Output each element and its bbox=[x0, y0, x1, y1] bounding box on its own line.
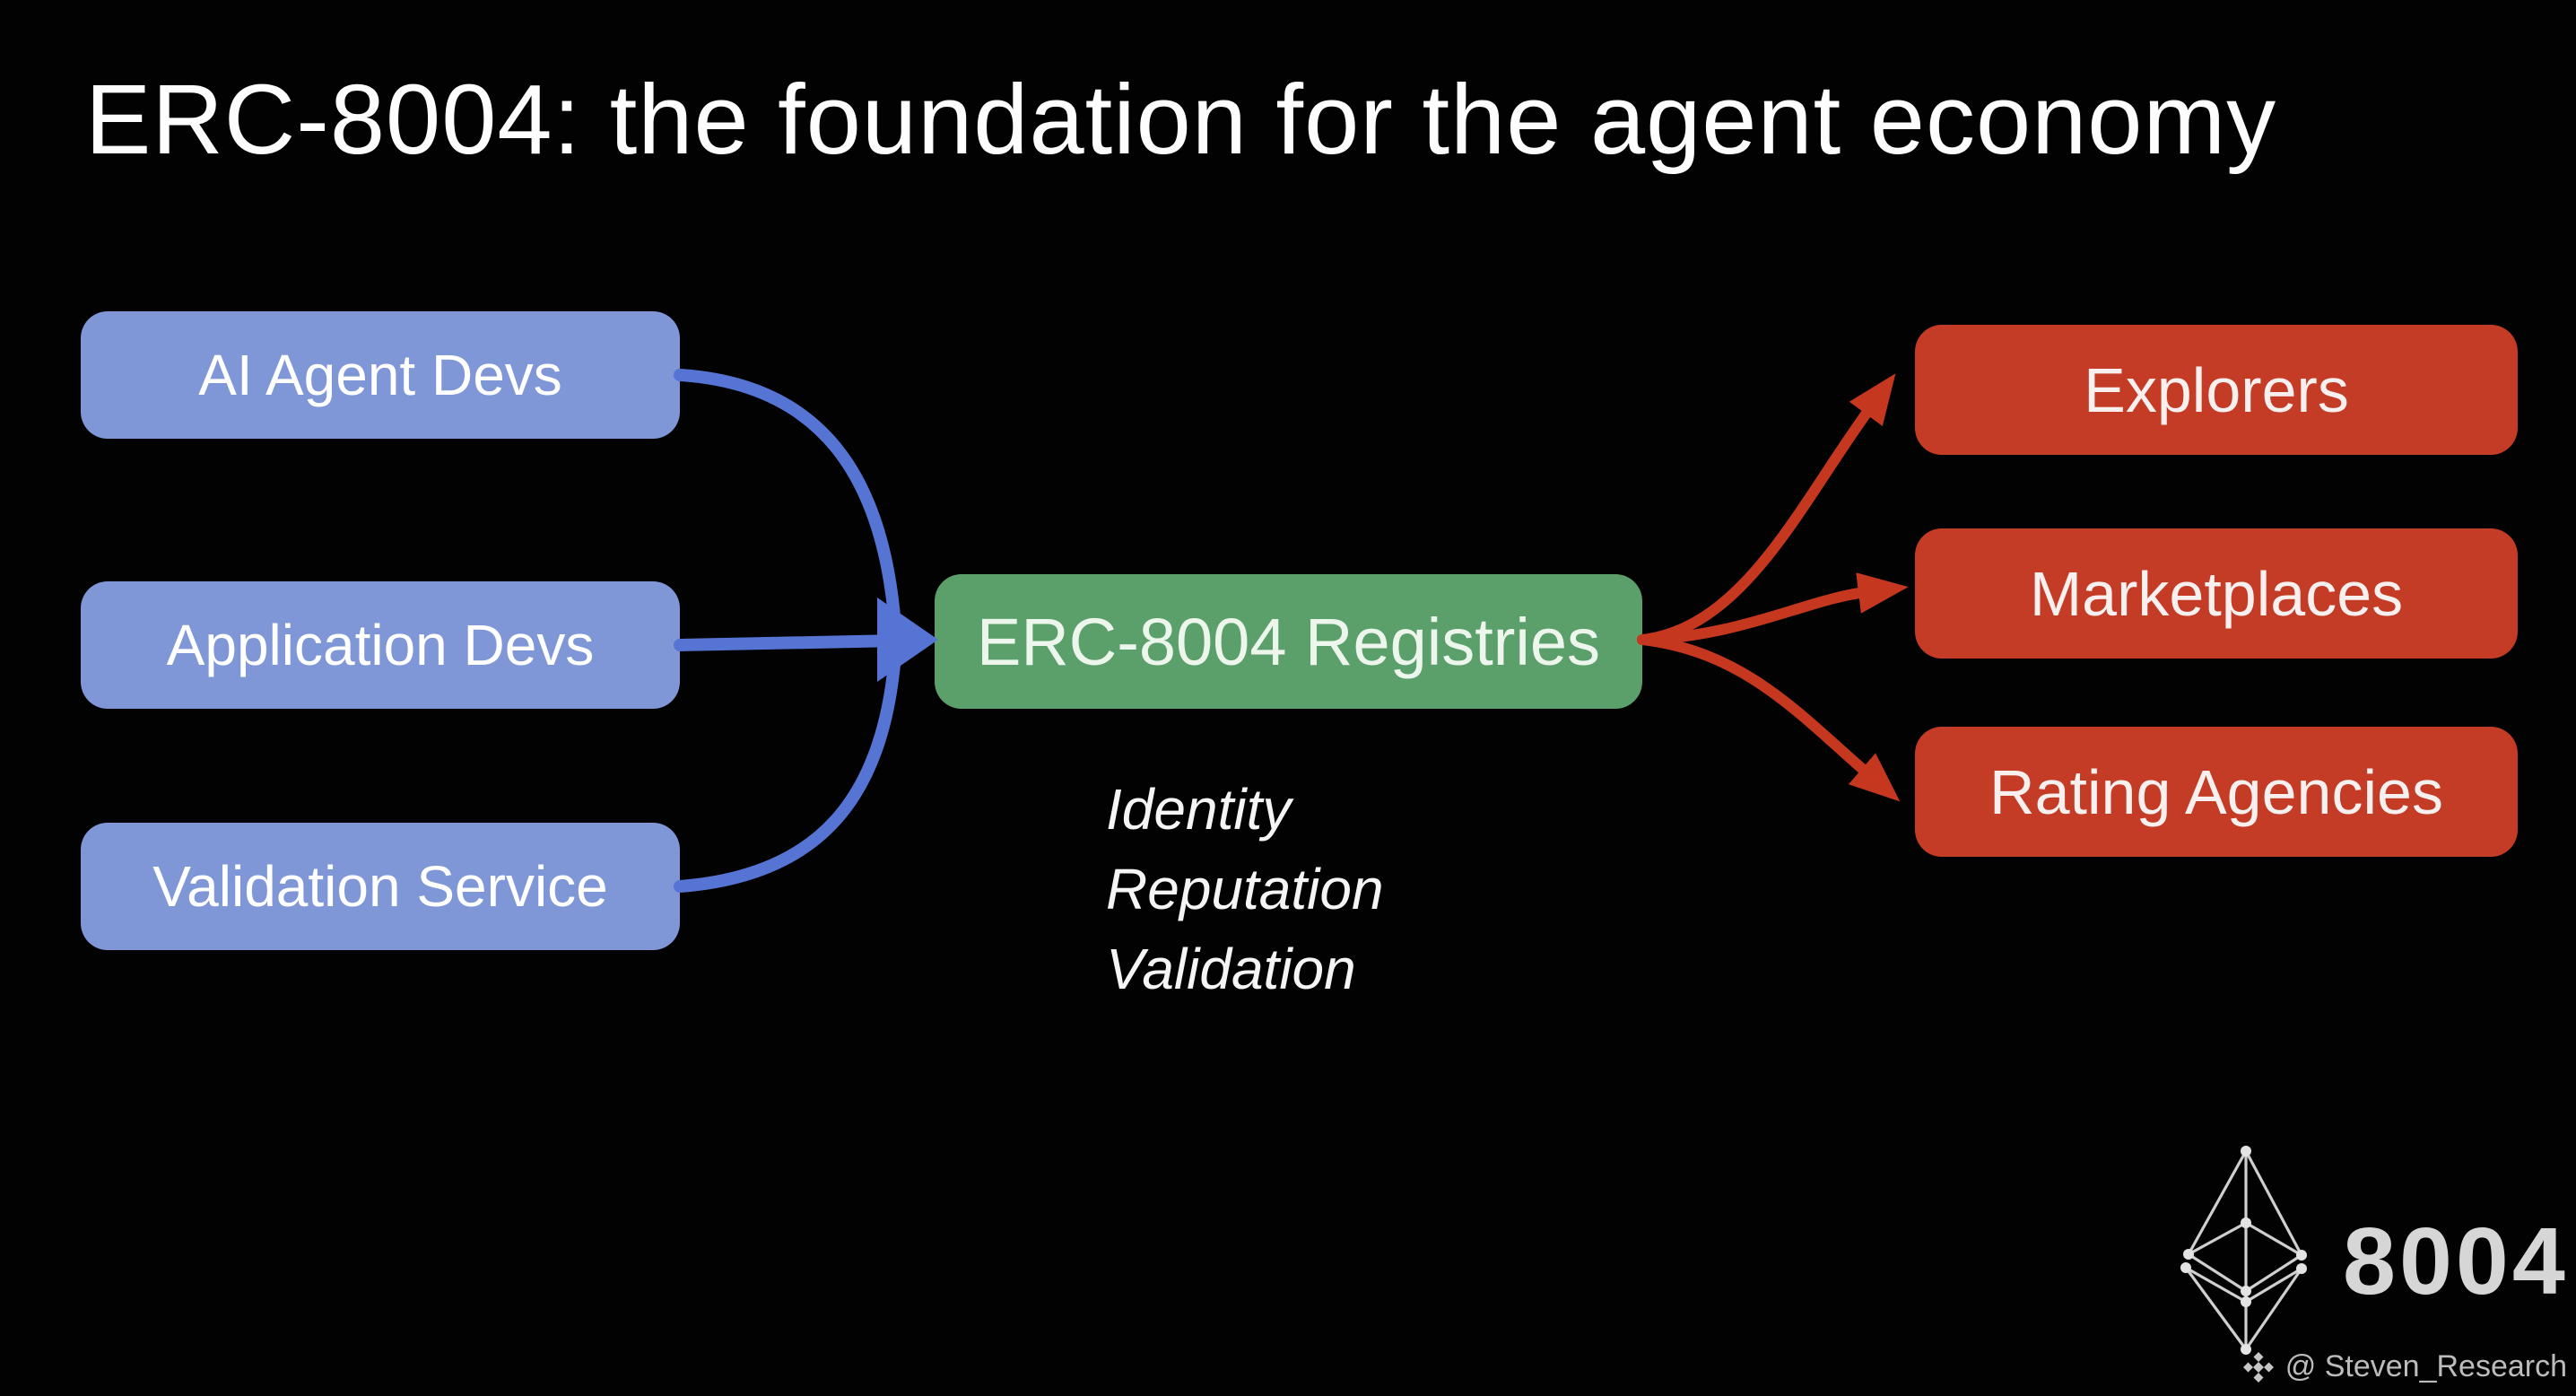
watermark: @ Steven_Research bbox=[2242, 1349, 2567, 1384]
consumer-box-label: Marketplaces bbox=[2029, 558, 2404, 629]
blue-converging-arrows bbox=[674, 369, 905, 893]
hub-feature-identity: Identity bbox=[1106, 777, 1292, 842]
consumer-box-rating-agencies: Rating Agencies bbox=[1915, 727, 2518, 857]
source-box-validation-service: Validation Service bbox=[81, 823, 680, 950]
hub-box-erc8004-registries: ERC-8004 Registries bbox=[935, 574, 1642, 709]
hub-feature-list: Identity Reputation Validation bbox=[1106, 770, 1384, 1009]
watermark-handle: @ Steven_Research bbox=[2284, 1349, 2567, 1383]
logo-number: 8004 bbox=[2343, 1208, 2569, 1314]
arrow-application-devs-to-hub bbox=[674, 634, 905, 651]
consumer-box-marketplaces: Marketplaces bbox=[1915, 528, 2518, 659]
source-box-label: Validation Service bbox=[152, 854, 608, 919]
arrow-hub-to-explorers bbox=[1637, 373, 1896, 645]
arrow-validation-service-to-hub bbox=[674, 649, 901, 893]
consumer-box-label: Rating Agencies bbox=[1989, 756, 2443, 827]
source-box-label: AI Agent Devs bbox=[198, 343, 562, 407]
hub-feature-validation: Validation bbox=[1106, 937, 1356, 1001]
blue-arrowhead-icon bbox=[877, 598, 938, 682]
slide-title: ERC-8004: the foundation for the agent e… bbox=[85, 65, 2277, 175]
arrow-hub-to-marketplaces bbox=[1637, 572, 1909, 645]
erc8004-logo: 8004 bbox=[2174, 1138, 2565, 1371]
source-box-application-devs: Application Devs bbox=[81, 581, 680, 709]
arrow-ai-agent-devs-to-hub bbox=[674, 369, 901, 633]
arrow-hub-to-rating-agencies bbox=[1637, 634, 1901, 802]
hub-feature-reputation: Reputation bbox=[1106, 857, 1384, 921]
hub-box-label: ERC-8004 Registries bbox=[976, 604, 1601, 679]
consumer-box-label: Explorers bbox=[2084, 354, 2349, 425]
consumer-box-explorers: Explorers bbox=[1915, 325, 2518, 455]
source-box-label: Application Devs bbox=[166, 613, 595, 677]
ethereum-wireframe-icon bbox=[2180, 1146, 2307, 1355]
binance-diamond-icon bbox=[2242, 1351, 2274, 1383]
red-diverging-arrows bbox=[1637, 373, 1909, 802]
source-box-ai-agent-devs: AI Agent Devs bbox=[81, 311, 680, 439]
